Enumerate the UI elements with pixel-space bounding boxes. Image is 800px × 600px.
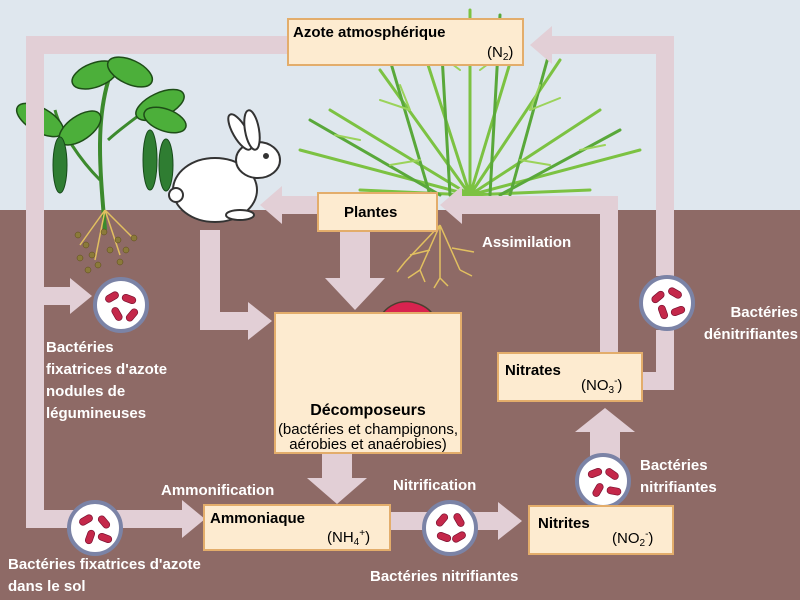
nitrification-label: Nitrification bbox=[393, 477, 477, 494]
plants-title: Plantes bbox=[344, 204, 398, 221]
legume-fixers-line3: nodules de bbox=[46, 383, 126, 400]
atmospheric-nitrogen-box: Azote atmosphérique (N2) bbox=[287, 18, 524, 66]
bacteria-nitrifying-bottom-colony bbox=[422, 500, 478, 556]
ammonium-title: Ammoniaque bbox=[210, 510, 306, 527]
formula-end: ) bbox=[617, 377, 623, 394]
nitrites-formula: (NO2-) bbox=[612, 529, 653, 549]
soil-fixing-bacteria-label: Bactéries fixatrices d'azote dans le sol bbox=[8, 554, 201, 598]
formula-base: (NO bbox=[581, 377, 609, 394]
atmospheric-nitrogen-formula: (N2) bbox=[487, 44, 513, 63]
nitrifying-bacteria-right-label: Bactéries nitrifiantes bbox=[640, 455, 717, 499]
formula-base: (N bbox=[487, 44, 503, 61]
formula-base: (NH bbox=[327, 529, 354, 546]
atmospheric-nitrogen-title: Azote atmosphérique bbox=[293, 24, 446, 41]
denitrifying-line1: Bactéries bbox=[730, 304, 798, 321]
bacteria-legume-colony bbox=[93, 277, 149, 333]
nitrifying-bacteria-bottom-label: Bactéries nitrifiantes bbox=[370, 568, 519, 585]
nitrates-formula: (NO3-) bbox=[581, 376, 622, 396]
nitrifying-right-line1: Bactéries bbox=[640, 457, 708, 474]
legume-fixers-line2: fixatrices d'azote bbox=[46, 361, 168, 378]
formula-subscript: 3 bbox=[608, 385, 615, 396]
formula-subscript: 4 bbox=[353, 537, 360, 548]
legume-fixers-line1: Bactéries bbox=[46, 339, 114, 356]
grass-roots-illustration bbox=[396, 224, 475, 289]
formula-end: ) bbox=[508, 44, 514, 61]
formula-superscript: + bbox=[359, 528, 366, 539]
soil-fixers-line1: Bactéries fixatrices d'azote bbox=[8, 556, 201, 573]
legume-fixing-bacteria-label: Bactéries fixatrices d'azote nodules de … bbox=[46, 337, 167, 425]
formula-superscript: - bbox=[645, 529, 649, 540]
plants-box: Plantes bbox=[317, 192, 438, 232]
decomposers-detail-line2: aérobies et anaérobies) bbox=[289, 436, 447, 453]
formula-end: ) bbox=[365, 529, 371, 546]
decomposers-title: Décomposeurs bbox=[310, 402, 426, 419]
nitrates-box: Nitrates (NO3-) bbox=[497, 352, 643, 402]
formula-superscript: - bbox=[614, 376, 618, 387]
formula-end: ) bbox=[648, 530, 654, 547]
formula-subscript: 2 bbox=[639, 538, 646, 549]
nitrates-title: Nitrates bbox=[505, 362, 561, 379]
formula-subscript: 2 bbox=[502, 52, 509, 63]
legume-fixers-line4: légumineuses bbox=[46, 405, 147, 422]
denitrifying-bacteria-label: Bactéries dénitrifiantes bbox=[678, 302, 798, 346]
decomposers-box: Décomposeurs (bactéries et champignons, … bbox=[274, 312, 462, 454]
ammonification-label: Ammonification bbox=[161, 482, 275, 499]
nitrites-title: Nitrites bbox=[538, 515, 590, 532]
ammonium-box: Ammoniaque (NH4+) bbox=[203, 504, 391, 551]
nitrifying-right-line2: nitrifiantes bbox=[640, 479, 717, 496]
decomposers-detail-line1: (bactéries et champignons, bbox=[277, 421, 459, 438]
bacteria-denitrifying-colony bbox=[639, 275, 695, 331]
bacteria-soil-colony bbox=[67, 500, 123, 556]
assimilation-label: Assimilation bbox=[482, 234, 572, 251]
rabbit-illustration bbox=[168, 109, 281, 223]
soil-fixers-line2: dans le sol bbox=[8, 578, 86, 595]
bacteria-nitrifying-right-colony bbox=[575, 453, 631, 509]
formula-base: (NO bbox=[612, 530, 640, 547]
denitrifying-line2: dénitrifiantes bbox=[703, 326, 798, 343]
nitrites-box: Nitrites (NO2-) bbox=[528, 505, 674, 555]
legume-roots-nodules bbox=[74, 209, 138, 274]
ammonium-formula: (NH4+) bbox=[327, 528, 370, 548]
